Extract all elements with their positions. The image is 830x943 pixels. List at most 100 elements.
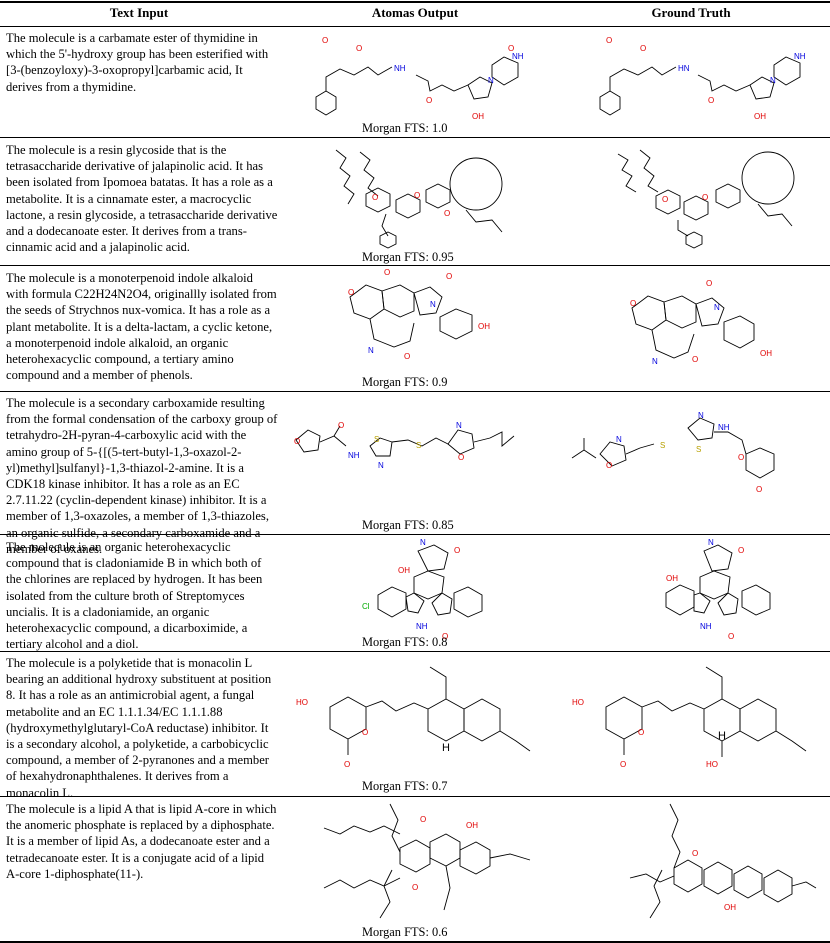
row-5-text: The molecule is an organic heterohexacyc… [6, 540, 263, 652]
oh-label: OH [724, 903, 736, 912]
oxygen-label: O [708, 96, 714, 105]
row-4-text: The molecule is a secondary carboxamide … [6, 396, 278, 556]
row-1-score: Morgan FTS: 1.0 [362, 121, 448, 135]
oh-label: OH [754, 112, 766, 121]
oxygen-label: O [444, 209, 450, 218]
oxygen-label: O [426, 96, 432, 105]
hn-label: HN [678, 64, 690, 73]
row-4-atomas-molecule: O O NH S N S N O [290, 420, 550, 490]
oxygen-label: O [638, 728, 644, 737]
row-3-ground-truth-molecule: O O N OH N O [612, 270, 812, 374]
oxygen-label: O [384, 268, 390, 277]
row-3-text: The molecule is a monoterpenoid indole a… [6, 271, 277, 383]
oh-label: OH [478, 322, 490, 331]
nitrogen-label: N [456, 421, 462, 430]
nitrogen-label: N [378, 461, 384, 470]
nitrogen-label: N [420, 538, 426, 547]
nitrogen-label: N [770, 76, 776, 85]
row-7-score: Morgan FTS: 0.6 [362, 925, 448, 939]
table-top-rule [0, 1, 830, 3]
oxygen-label: O [362, 728, 368, 737]
oh-label: OH [760, 349, 772, 358]
sulfur-label: S [416, 441, 421, 450]
oh-label: OH [472, 112, 484, 121]
ho-label: HO [296, 698, 308, 707]
oxygen-label: O [692, 849, 698, 858]
hydrogen-label: H [442, 742, 450, 754]
row-rule [0, 651, 830, 652]
nh-label: NH [700, 622, 712, 631]
nitrogen-label: N [368, 346, 374, 355]
row-6-score: Morgan FTS: 0.7 [362, 779, 448, 793]
oxygen-label: O [702, 193, 708, 202]
nh-label: NH [718, 423, 730, 432]
row-1-text: The molecule is a carbamate ester of thy… [6, 31, 269, 94]
nitrogen-label: N [488, 76, 494, 85]
row-1-atomas-molecule: O O NH O OH N NH O [296, 29, 546, 121]
oxygen-label: O [446, 272, 452, 281]
oxygen-label: O [338, 421, 344, 430]
table-bottom-rule [0, 941, 830, 943]
nh-label: NH [794, 52, 806, 61]
oxygen-label: O [756, 485, 762, 494]
oh-label: OH [398, 566, 410, 575]
row-rule [0, 534, 830, 535]
sulfur-label: S [660, 441, 665, 450]
row-rule [0, 265, 830, 266]
nh-label: NH [416, 622, 428, 631]
row-2-score: Morgan FTS: 0.95 [362, 250, 454, 264]
nitrogen-label: N [708, 538, 714, 547]
oxygen-label: O [294, 437, 300, 446]
chlorine-label: Cl [362, 602, 370, 611]
row-5-ground-truth-molecule: N O OH NH O [660, 537, 810, 643]
header-text-input: Text Input [109, 5, 169, 20]
oxygen-label: O [620, 760, 626, 769]
oxygen-label: O [692, 355, 698, 364]
oxygen-label: O [728, 632, 734, 641]
oxygen-label: O [414, 191, 420, 200]
nitrogen-label: N [698, 411, 704, 420]
row-7-ground-truth-molecule: O OH [620, 798, 820, 928]
oxygen-label: O [454, 546, 460, 555]
sulfur-label: S [374, 435, 379, 444]
oxygen-label: O [442, 632, 448, 641]
row-rule [0, 391, 830, 392]
oxygen-label: O [738, 546, 744, 555]
row-rule [0, 137, 830, 138]
oxygen-label: O [348, 288, 354, 297]
row-4-ground-truth-molecule: O N S N S NH O O [566, 408, 826, 498]
oxygen-label: O [508, 44, 514, 53]
header-atomas-output: Atomas Output [371, 5, 459, 20]
oh-label: OH [666, 574, 678, 583]
row-2-atomas-molecule: O O O [326, 140, 526, 250]
oxygen-label: O [606, 36, 612, 45]
oxygen-label: O [412, 883, 418, 892]
oxygen-label: O [322, 36, 328, 45]
row-6-atomas-molecule: HO O O H [290, 655, 550, 779]
oxygen-label: O [738, 453, 744, 462]
sulfur-label: S [696, 445, 701, 454]
nitrogen-label: N [652, 357, 658, 366]
oxygen-label: O [630, 299, 636, 308]
row-2-text: The molecule is a resin glycoside that i… [6, 143, 278, 255]
nitrogen-label: N [430, 300, 436, 309]
row-7-atomas-molecule: O OH O [320, 798, 540, 928]
oxygen-label: O [356, 44, 362, 53]
nh-label: NH [512, 52, 524, 61]
oxygen-label: O [372, 193, 378, 202]
oxygen-label: O [606, 461, 612, 470]
row-2-ground-truth-molecule: O O [612, 140, 812, 250]
ho-label: HO [572, 698, 584, 707]
row-5-atomas-molecule: N O OH Cl NH O [358, 537, 528, 643]
row-3-atomas-molecule: O O N OH N O O [330, 267, 530, 371]
nitrogen-label: N [714, 303, 720, 312]
row-6-ground-truth-molecule: HO O O H HO [566, 655, 826, 779]
row-7-text: The molecule is a lipid A that is lipid … [6, 802, 277, 881]
oxygen-label: O [404, 352, 410, 361]
oh-label: OH [466, 821, 478, 830]
oxygen-label: O [640, 44, 646, 53]
oxygen-label: O [706, 279, 712, 288]
row-rule [0, 796, 830, 797]
header-ground-truth: Ground Truth [651, 5, 731, 20]
hydrogen-label: H [718, 730, 726, 742]
